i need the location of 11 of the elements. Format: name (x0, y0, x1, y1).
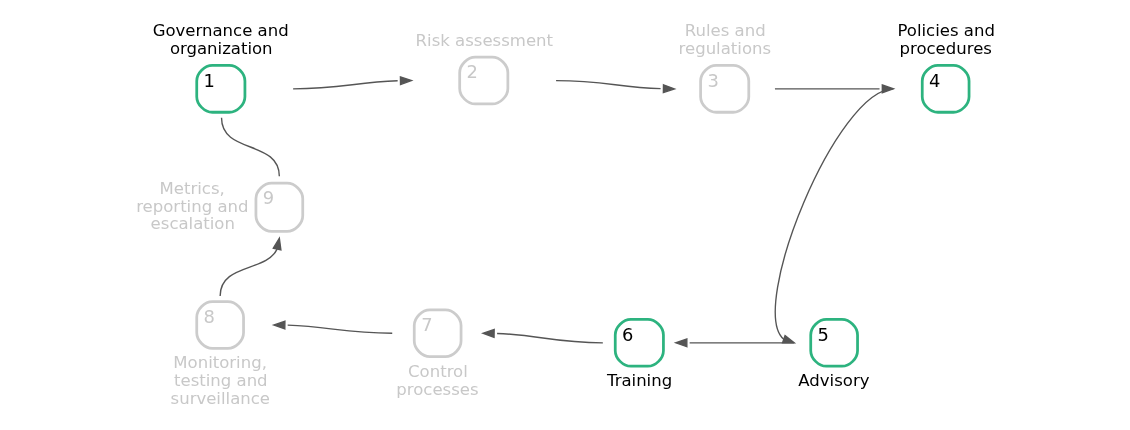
arrow (219, 235, 282, 297)
node-label: Advisory (798, 370, 870, 390)
arrow (673, 337, 795, 348)
arrow (555, 79, 677, 93)
arrow (481, 328, 604, 344)
node-label: Governance and organization (152, 20, 289, 58)
connector (220, 116, 281, 177)
arrow (292, 75, 414, 90)
node-label: Training (606, 370, 673, 390)
node-label: Policies and procedures (897, 20, 995, 58)
arrow (271, 319, 393, 334)
